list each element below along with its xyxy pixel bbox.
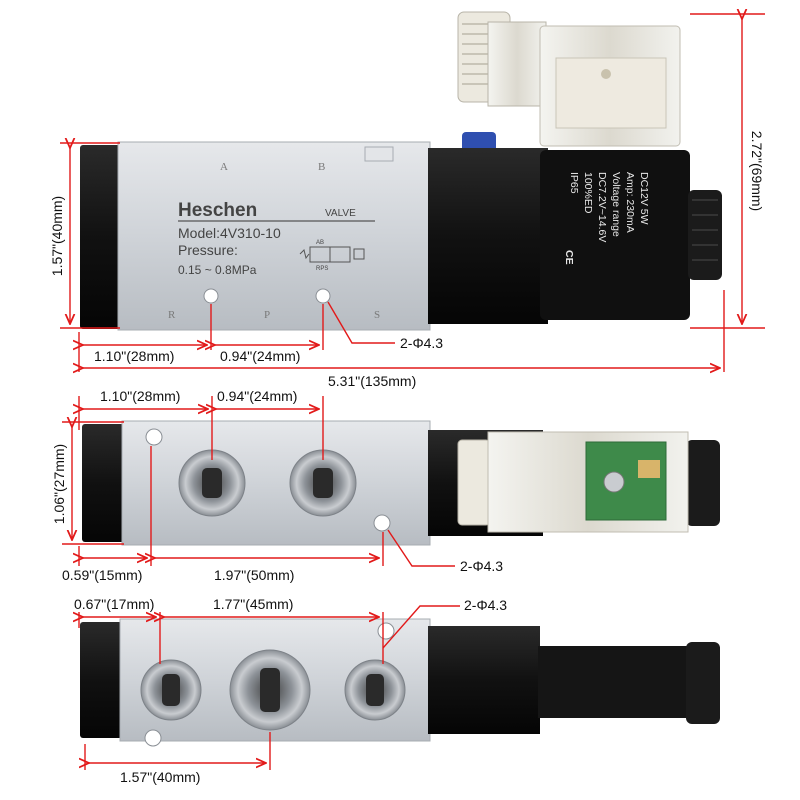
dim-front-p-s: 0.94"(24mm) (220, 348, 300, 364)
mount-hole (315, 288, 331, 304)
pressure-range: 0.15 ~ 0.8MPa (178, 263, 257, 277)
bottom-hole-callout: 2-Φ4.3 (460, 558, 503, 574)
dim-front-height: 1.57"(40mm) (49, 196, 65, 276)
front-view: A B Heschen VALVE Model:4V310-10 Pressur… (80, 11, 722, 331)
bottom-view-dimensions (62, 396, 455, 567)
dim-bottom-height: 1.06"(27mm) (51, 444, 67, 524)
dim-total-height: 2.72"(69mm) (749, 131, 765, 211)
end-cap-left (80, 145, 120, 329)
dim-bottom-top-right: 0.94"(24mm) (217, 388, 297, 404)
coil-block (540, 150, 690, 320)
svg-text:RPS: RPS (316, 266, 328, 272)
brand-name: Heschen (178, 200, 257, 221)
dim-total-length: 5.31"(135mm) (328, 373, 416, 389)
svg-text:100%ED: 100%ED (582, 172, 594, 214)
solenoid-housing (428, 148, 548, 324)
port-label-a: A (220, 161, 228, 173)
svg-text:AB: AB (316, 240, 324, 246)
valve-word: VALVE (325, 208, 356, 219)
pressure-label: Pressure: (178, 242, 238, 258)
mount-hole (373, 514, 391, 532)
terminal-board (585, 441, 667, 521)
front-view-dimensions (60, 14, 765, 372)
mount-hole (203, 288, 219, 304)
mount-hole (377, 622, 395, 640)
svg-text:Amp: 230mA: Amp: 230mA (624, 172, 636, 233)
dim-top-bottom: 1.57"(40mm) (120, 769, 200, 785)
dim-bottom-right: 1.97"(50mm) (214, 567, 294, 583)
top-view-dimensions (79, 605, 460, 770)
mount-hole (144, 729, 162, 747)
ce-mark: CE (563, 250, 575, 265)
manual-override-knob (462, 132, 496, 152)
model-label: Model:4V310-10 (178, 225, 281, 241)
port-label-p: P (264, 309, 270, 321)
svg-text:Voltage range: Voltage range (610, 172, 622, 237)
front-hole-callout: 2-Φ4.3 (400, 335, 443, 351)
top-hole-callout: 2-Φ4.3 (464, 597, 507, 613)
coil-connector-top (457, 11, 681, 147)
svg-text:DC7.2V~14.6V: DC7.2V~14.6V (596, 172, 608, 242)
top-view (80, 618, 720, 747)
coil-plug (688, 190, 722, 280)
bottom-view (82, 420, 720, 546)
aluminum-body (117, 141, 431, 331)
dim-bottom-top-left: 1.10"(28mm) (100, 388, 180, 404)
mount-hole (145, 428, 163, 446)
svg-text:DC12V 5W: DC12V 5W (638, 172, 650, 225)
port-label-s: S (374, 309, 380, 321)
port-label-r: R (168, 309, 176, 321)
coil-specs: DC12V 5W Amp: 230mA Voltage range DC7.2V… (568, 172, 650, 242)
dim-top-right: 1.77"(45mm) (213, 596, 293, 612)
valve-symbol: AB RPS (299, 240, 365, 272)
port-label-b: B (318, 161, 325, 173)
dim-bottom-left: 0.59"(15mm) (62, 567, 142, 583)
svg-text:IP65: IP65 (568, 172, 580, 194)
dim-front-r-p: 1.10"(28mm) (94, 348, 174, 364)
dim-top-left: 0.67"(17mm) (74, 596, 154, 612)
